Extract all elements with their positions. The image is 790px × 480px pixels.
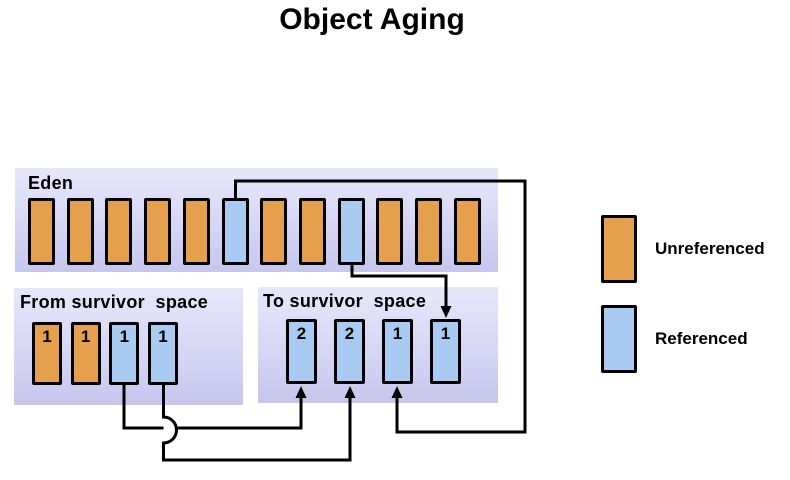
block-age-label: 1 xyxy=(80,327,91,346)
memory-block: 1 xyxy=(32,322,62,385)
legend-swatch xyxy=(601,215,637,283)
memory-block: 1 xyxy=(109,322,140,385)
memory-block xyxy=(221,198,249,265)
legend-item: Unreferenced xyxy=(601,215,765,283)
legend: Unreferenced Referenced xyxy=(601,215,765,373)
memory-block xyxy=(144,198,172,265)
memory-block xyxy=(66,198,94,265)
diagram-title: Object Aging xyxy=(279,3,465,36)
memory-block: 2 xyxy=(286,319,317,384)
memory-block xyxy=(376,198,404,265)
from-survivor-blocks: 1 1 1 1 xyxy=(32,322,178,385)
block-age-label: 2 xyxy=(344,324,355,343)
memory-block xyxy=(260,198,288,265)
to-survivor-blocks: 2 2 1 1 xyxy=(286,319,461,384)
block-age-label: 1 xyxy=(42,327,52,346)
memory-block xyxy=(182,198,210,265)
legend-item-label: Referenced xyxy=(655,329,748,348)
from-survivor-region: From survivor space 1 1 1 1 xyxy=(14,288,243,405)
memory-block xyxy=(28,198,55,265)
to-survivor-label: To survivor space xyxy=(263,291,427,311)
legend-item: Referenced xyxy=(601,305,765,373)
legend-item-label: Unreferenced xyxy=(655,239,765,258)
memory-block: 1 xyxy=(382,319,413,384)
memory-block xyxy=(299,198,327,265)
line-hop-mask xyxy=(163,417,177,443)
to-survivor-region: To survivor space 2 2 1 1 xyxy=(258,287,498,403)
block-age-label: 1 xyxy=(440,324,451,343)
from-survivor-label: From survivor space xyxy=(20,292,209,312)
memory-block xyxy=(337,198,365,265)
block-age-label: 1 xyxy=(119,327,130,346)
legend-swatch xyxy=(601,305,637,373)
eden-region: Eden xyxy=(15,168,498,272)
memory-block: 1 xyxy=(147,322,178,385)
memory-block: 1 xyxy=(70,322,101,385)
memory-block: 2 xyxy=(334,319,365,384)
eden-blocks xyxy=(28,198,481,265)
block-age-label: 1 xyxy=(158,327,168,346)
eden-label: Eden xyxy=(28,173,74,193)
block-age-label: 1 xyxy=(392,324,403,343)
memory-block xyxy=(105,198,133,265)
memory-block xyxy=(415,198,443,265)
memory-block xyxy=(453,198,481,265)
block-age-label: 2 xyxy=(296,324,307,343)
memory-block: 1 xyxy=(430,319,461,384)
